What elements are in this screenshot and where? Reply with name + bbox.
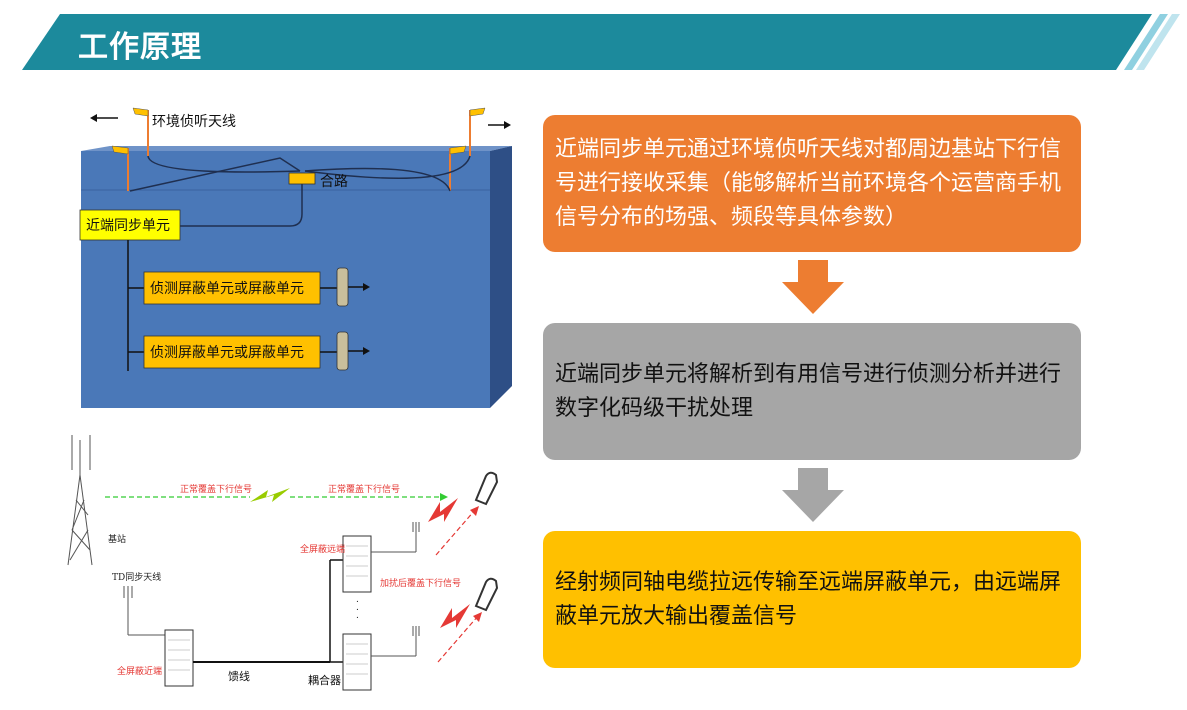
step-text-3: 经射频同轴电缆拉远传输至远端屏蔽单元，由远端屏蔽单元放大输出覆盖信号: [555, 569, 1062, 629]
header-banner: 工作原理: [0, 0, 1187, 78]
coverage-diagram: 基站 正常覆盖下行信号 正常覆盖下行信号 TD同步天线 全屏蔽近端 馈线 耦合器: [67, 435, 499, 691]
base-station-label: 基站: [108, 533, 126, 545]
lightning-icon-red-2: [440, 604, 470, 628]
lightning-icon-green: [250, 488, 290, 502]
coupler-label: 耦合器: [308, 673, 341, 687]
phone-icon-1: [474, 471, 499, 506]
detect-unit-box-2: [143, 335, 321, 369]
svg-text:.: .: [356, 611, 359, 621]
banner-shape: [22, 14, 1180, 70]
near-end-label: 全屏蔽近端: [117, 665, 162, 677]
step-text-2: 近端同步单元将解析到有用信号进行侦测分析并进行数字化码级干扰处理: [555, 361, 1062, 421]
step-box-1: 近端同步单元通过环境侦听天线对都周边基站下行信号进行接收采集（能够解析当前环境各…: [543, 115, 1081, 252]
lightning-icon-red-1: [428, 498, 458, 522]
step-box-2: 近端同步单元将解析到有用信号进行侦测分析并进行数字化码级干扰处理: [543, 323, 1081, 460]
sync-unit-label: 近端同步单元: [86, 218, 170, 234]
combiner-block: [288, 172, 316, 185]
cable-label: 馈线: [228, 669, 250, 683]
dots-separator: .: [356, 595, 359, 605]
downlink-label-1: 正常覆盖下行信号: [180, 483, 252, 495]
detect-antenna-2: [336, 331, 349, 371]
detect-unit-label-2: 侦测屏蔽单元或屏蔽单元: [150, 345, 304, 361]
td-antenna-label: TD同步天线: [112, 571, 161, 583]
antenna-label: 环境侦听天线: [152, 114, 236, 130]
down-arrow-icon-1: [782, 260, 844, 314]
page-title: 工作原理: [78, 30, 202, 65]
box-side-face: [490, 146, 512, 408]
box-top-face: [81, 146, 512, 151]
far-end-box-2: [342, 633, 372, 691]
far-end-antenna-icon-1: [371, 522, 420, 553]
base-station-tower-icon: [67, 435, 93, 566]
step-text-1: 近端同步单元通过环境侦听天线对都周边基站下行信号进行接收采集（能够解析当前环境各…: [555, 136, 1062, 230]
svg-text:.: .: [356, 603, 359, 613]
far-end-antenna-icon-2: [371, 626, 420, 657]
detect-unit-box-1: [143, 271, 321, 305]
phone-icon-2: [474, 577, 499, 612]
far-end-label: 全屏蔽远端: [300, 543, 345, 555]
downlink-label-2: 正常覆盖下行信号: [328, 483, 400, 495]
near-end-box: [164, 629, 194, 687]
interfered-label: 加扰后覆盖下行信号: [380, 577, 461, 589]
detect-antenna-1: [336, 267, 349, 307]
system-box-diagram: 环境侦听天线 合路 近端同步单元 侦测屏蔽单元或屏蔽单元 侦测屏蔽单元或屏蔽单元: [79, 107, 512, 408]
sync-unit-box: [79, 209, 181, 241]
step-box-3: 经射频同轴电缆拉远传输至远端屏蔽单元，由远端屏蔽单元放大输出覆盖信号: [543, 531, 1081, 668]
combiner-label: 合路: [320, 174, 348, 190]
detect-unit-label-1: 侦测屏蔽单元或屏蔽单元: [150, 281, 304, 297]
td-antenna-icon: [123, 586, 133, 635]
far-end-box-1: [342, 535, 372, 593]
down-arrow-icon-2: [782, 468, 844, 522]
